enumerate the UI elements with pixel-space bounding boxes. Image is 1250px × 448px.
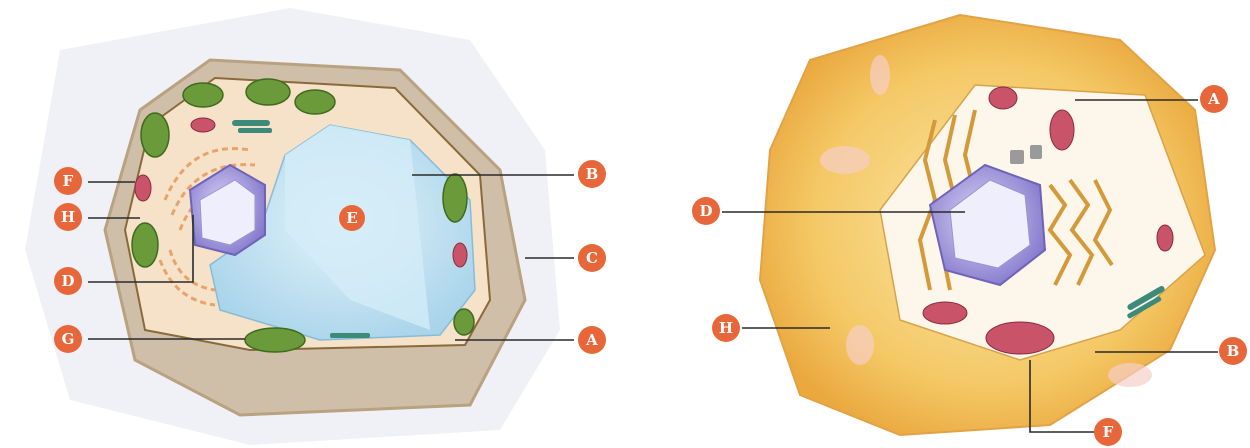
label-text: D xyxy=(61,272,74,290)
plant-label-A: A xyxy=(578,326,606,354)
plant-label-F: F xyxy=(54,167,82,195)
plant-label-B: B xyxy=(578,160,606,188)
label-text: G xyxy=(62,330,75,348)
animal-label-H: H xyxy=(712,314,740,342)
label-text: A xyxy=(1207,90,1220,108)
plant-cell xyxy=(25,8,560,445)
label-text: H xyxy=(719,319,733,337)
label-text: C xyxy=(586,249,598,267)
animal-cell xyxy=(760,15,1215,435)
label-text: B xyxy=(1227,342,1240,360)
plant-label-H: H xyxy=(54,203,82,231)
label-text: H xyxy=(61,208,75,226)
plant-label-G: G xyxy=(54,325,82,353)
label-text: D xyxy=(699,202,712,220)
plant-label-E: E xyxy=(339,205,365,231)
label-text: B xyxy=(586,165,599,183)
animal-label-F: F xyxy=(1094,418,1122,446)
plant-label-D: D xyxy=(54,267,82,295)
plant-label-C: C xyxy=(578,244,606,272)
label-text: F xyxy=(1103,423,1114,441)
animal-label-D: D xyxy=(692,197,720,225)
animal-label-B: B xyxy=(1219,337,1247,365)
animal-label-A: A xyxy=(1200,85,1228,113)
label-text: F xyxy=(63,172,74,190)
label-text: E xyxy=(346,209,357,227)
label-text: A xyxy=(585,331,598,349)
